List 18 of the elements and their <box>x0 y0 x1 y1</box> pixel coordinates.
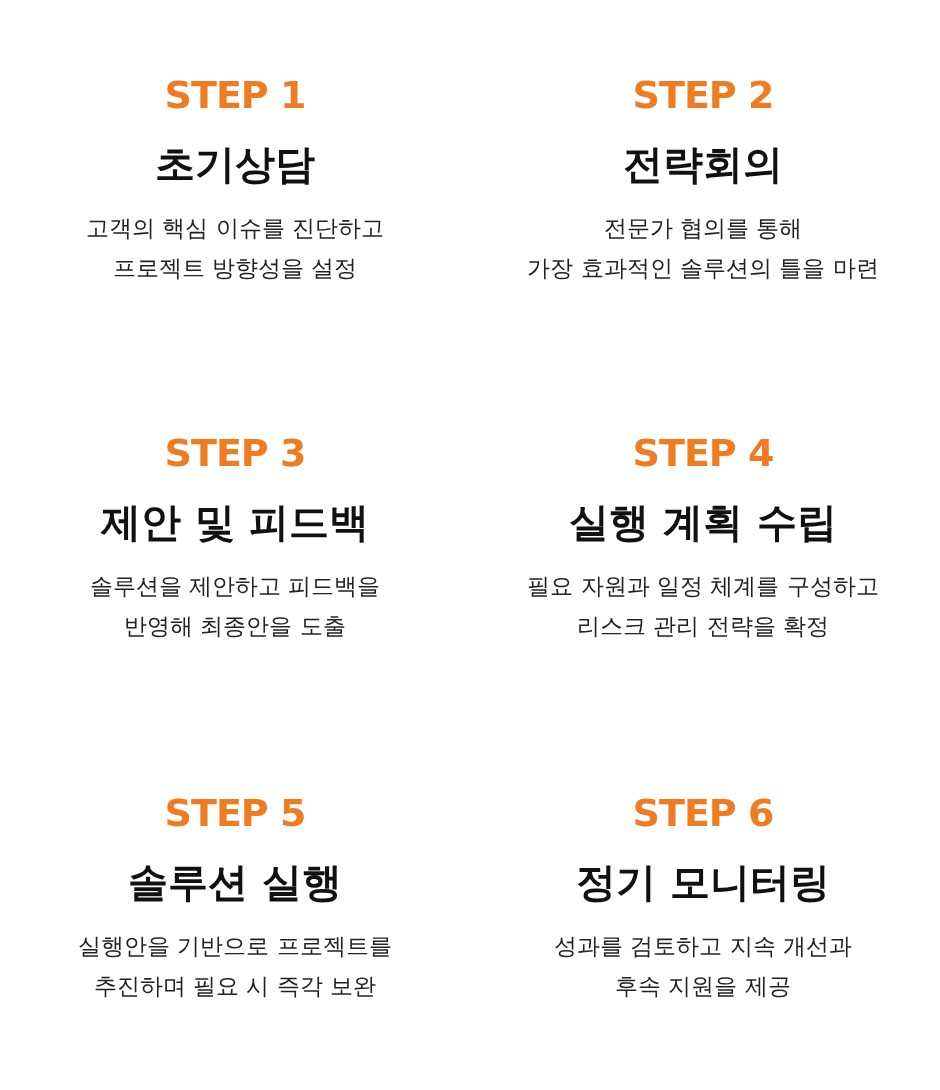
step-description: 성과를 검토하고 지속 개선과 후속 지원을 제공 <box>554 932 852 1001</box>
step-title: 솔루션 실행 <box>128 858 342 906</box>
step-title: 실행 계획 수립 <box>569 498 837 546</box>
step-description: 전문가 협의를 통해 가장 효과적인 솔루션의 틀을 마련 <box>527 214 879 283</box>
step-label: STEP 4 <box>632 430 774 476</box>
step-description: 고객의 핵심 이슈를 진단하고 프로젝트 방향성을 설정 <box>86 214 384 283</box>
step-title: 제안 및 피드백 <box>101 498 369 546</box>
step-description: 솔루션을 제안하고 피드백을 반영해 최종안을 도출 <box>89 572 381 641</box>
step-title: 전략회의 <box>623 140 783 188</box>
step-title: 정기 모니터링 <box>576 858 830 906</box>
step-label: STEP 3 <box>164 430 306 476</box>
step-label: STEP 2 <box>632 72 774 118</box>
step-label: STEP 6 <box>632 790 774 836</box>
step-label: STEP 1 <box>164 72 306 118</box>
step-label: STEP 5 <box>164 790 306 836</box>
step-title: 초기상담 <box>155 140 315 188</box>
step-description: 실행안을 기반으로 프로젝트를 추진하며 필요 시 즉각 보완 <box>78 932 392 1001</box>
step-description: 필요 자원과 일정 체계를 구성하고 리스크 관리 전략을 확정 <box>527 572 879 641</box>
